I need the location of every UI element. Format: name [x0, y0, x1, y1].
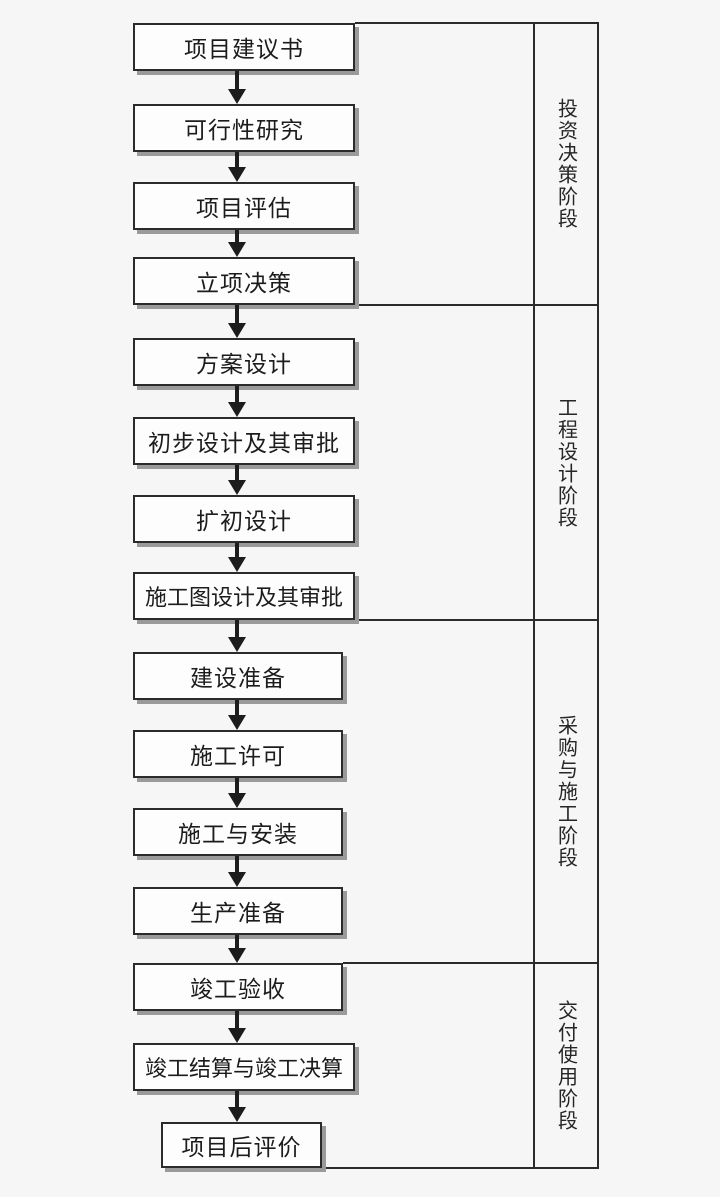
phase-divider-line — [322, 1167, 533, 1169]
flow-step-box: 项目评估 — [133, 182, 355, 230]
arrow-stem — [235, 935, 239, 949]
flow-step-box: 初步设计及其审批 — [133, 417, 355, 465]
phase-column-frame — [533, 22, 599, 1169]
arrow-stem — [235, 386, 239, 403]
phase-label: 交付使用阶段 — [554, 999, 577, 1132]
down-arrow-icon — [228, 480, 246, 495]
arrow-stem — [235, 152, 239, 168]
flow-step-box: 扩初设计 — [133, 495, 355, 543]
down-arrow-icon — [228, 872, 246, 887]
flow-step-box: 生产准备 — [133, 887, 343, 935]
down-arrow-icon — [228, 1028, 246, 1043]
phase-divider-line — [343, 962, 597, 964]
flow-step-box: 施工与安装 — [133, 808, 343, 856]
arrow-stem — [235, 856, 239, 873]
phase-divider-line — [355, 22, 533, 24]
down-arrow-icon — [228, 1107, 246, 1122]
phase-cell: 交付使用阶段 — [533, 963, 599, 1168]
down-arrow-icon — [228, 793, 246, 808]
flow-step-box: 施工许可 — [133, 730, 343, 778]
arrow-stem — [235, 778, 239, 794]
arrow-stem — [235, 71, 239, 90]
down-arrow-icon — [228, 402, 246, 417]
flow-step-box: 立项决策 — [133, 257, 355, 305]
arrow-stem — [235, 465, 239, 481]
phase-label: 工程设计阶段 — [554, 396, 577, 529]
down-arrow-icon — [228, 89, 246, 104]
down-arrow-icon — [228, 242, 246, 257]
down-arrow-icon — [228, 167, 246, 182]
flow-step-box: 竣工结算与竣工决算 — [133, 1043, 355, 1091]
down-arrow-icon — [228, 637, 246, 652]
phase-cell: 投资决策阶段 — [533, 23, 599, 305]
arrow-stem — [235, 620, 239, 638]
arrow-stem — [235, 1091, 239, 1108]
flow-step-box: 项目后评价 — [161, 1122, 322, 1168]
arrow-stem — [235, 305, 239, 324]
phase-label: 投资决策阶段 — [554, 98, 577, 230]
flow-step-box: 建设准备 — [133, 652, 343, 700]
flow-step-box: 可行性研究 — [133, 104, 355, 152]
flow-step-box: 竣工验收 — [133, 963, 343, 1011]
flow-step-box: 施工图设计及其审批 — [133, 572, 355, 620]
flow-step-box: 项目建议书 — [133, 23, 355, 71]
arrow-stem — [235, 230, 239, 243]
phase-divider-line — [355, 304, 597, 306]
down-arrow-icon — [228, 715, 246, 730]
phase-divider-line — [355, 619, 597, 621]
flow-step-box: 方案设计 — [133, 338, 355, 386]
arrow-stem — [235, 1011, 239, 1029]
arrow-stem — [235, 700, 239, 716]
phase-cell: 采购与施工阶段 — [533, 620, 599, 963]
down-arrow-icon — [228, 557, 246, 572]
down-arrow-icon — [228, 323, 246, 338]
phase-cell: 工程设计阶段 — [533, 305, 599, 620]
arrow-stem — [235, 543, 239, 558]
phase-label: 采购与施工阶段 — [554, 714, 577, 869]
down-arrow-icon — [228, 948, 246, 963]
